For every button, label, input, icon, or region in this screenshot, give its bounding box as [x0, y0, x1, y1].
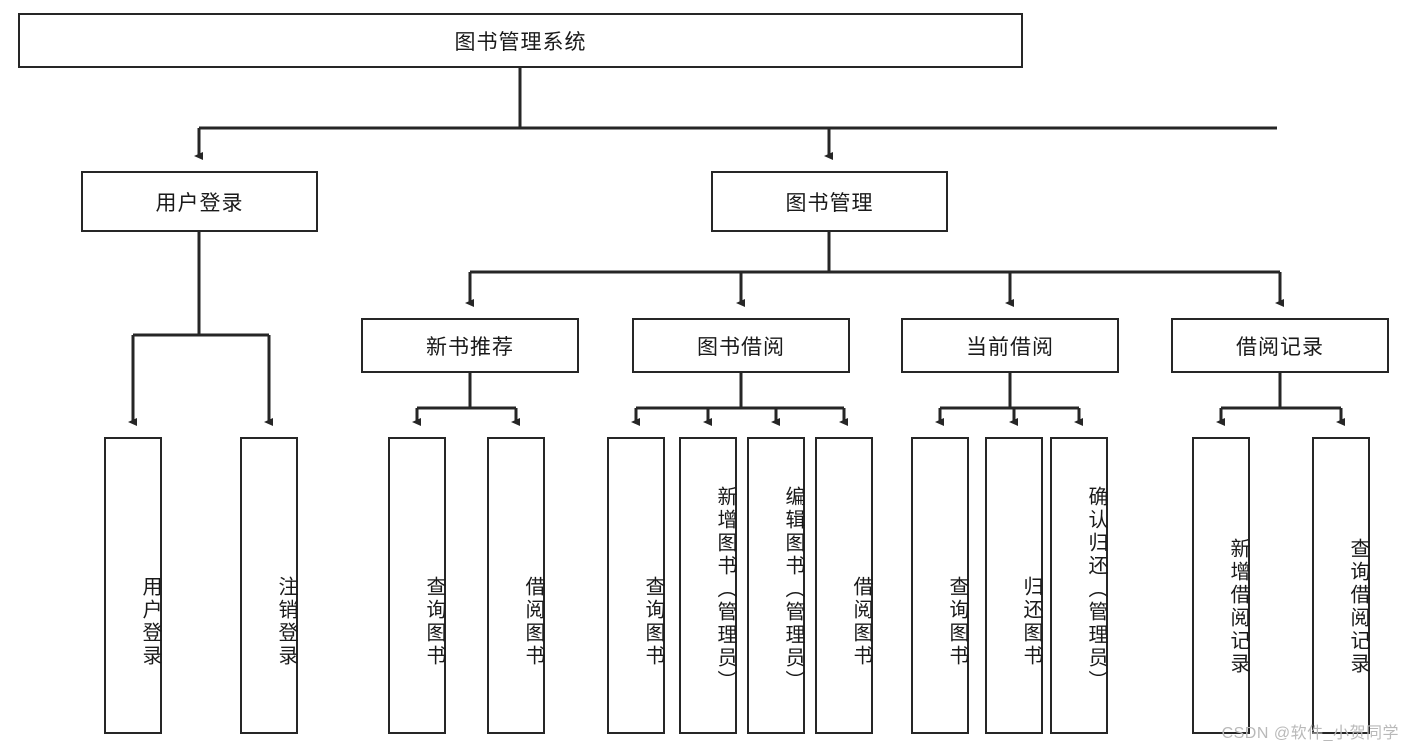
node-leaf-borrow-book-1[interactable]: 借阅图书 [487, 437, 545, 734]
node-book-manage[interactable]: 图书管理 [711, 171, 948, 232]
node-borrow-record[interactable]: 借阅记录 [1171, 318, 1389, 373]
node-leaf-user-login[interactable]: 用户登录 [104, 437, 162, 734]
node-leaf-edit-book-admin-label: 编辑图书（管理员） [782, 486, 804, 693]
node-leaf-borrow-book-1-label: 借阅图书 [522, 575, 544, 668]
node-leaf-user-login-label: 用户登录 [139, 575, 161, 668]
node-leaf-user-logout-label: 注销登录 [275, 575, 297, 668]
node-book-manage-label: 图书管理 [785, 191, 874, 215]
node-leaf-query-borrow-record-label: 查询借阅记录 [1347, 537, 1369, 676]
node-current-borrow-label: 当前借阅 [966, 335, 1054, 359]
node-leaf-query-book-1-label: 查询图书 [423, 575, 445, 668]
node-leaf-add-book-admin-label: 新增图书（管理员） [714, 486, 736, 693]
watermark-text: CSDN @软件_小贺同学 [1221, 725, 1399, 742]
node-book-borrow[interactable]: 图书借阅 [632, 318, 850, 373]
node-leaf-add-borrow-record-label: 新增借阅记录 [1227, 537, 1249, 676]
node-leaf-query-book-3[interactable]: 查询图书 [911, 437, 969, 734]
node-root-label: 图书管理系统 [454, 30, 587, 54]
node-user-login-label: 用户登录 [155, 191, 244, 215]
node-leaf-borrow-book-2-label: 借阅图书 [850, 575, 872, 668]
node-leaf-query-book-2-label: 查询图书 [642, 575, 664, 668]
node-root[interactable]: 图书管理系统 [18, 13, 1023, 68]
node-leaf-borrow-book-2[interactable]: 借阅图书 [815, 437, 873, 734]
node-leaf-add-borrow-record[interactable]: 新增借阅记录 [1192, 437, 1250, 734]
node-leaf-add-book-admin[interactable]: 新增图书（管理员） [679, 437, 737, 734]
node-new-book-recommend-label: 新书推荐 [426, 335, 514, 359]
node-current-borrow[interactable]: 当前借阅 [901, 318, 1119, 373]
node-leaf-query-borrow-record[interactable]: 查询借阅记录 [1312, 437, 1370, 734]
node-leaf-edit-book-admin[interactable]: 编辑图书（管理员） [747, 437, 805, 734]
node-leaf-query-book-2[interactable]: 查询图书 [607, 437, 665, 734]
node-leaf-query-book-1[interactable]: 查询图书 [388, 437, 446, 734]
node-leaf-confirm-return-admin[interactable]: 确认归还（管理员） [1050, 437, 1108, 734]
node-leaf-user-logout[interactable]: 注销登录 [240, 437, 298, 734]
node-leaf-query-book-3-label: 查询图书 [946, 575, 968, 668]
node-borrow-record-label: 借阅记录 [1236, 335, 1324, 359]
node-leaf-return-book-label: 归还图书 [1020, 575, 1042, 668]
node-leaf-return-book[interactable]: 归还图书 [985, 437, 1043, 734]
node-leaf-confirm-return-admin-label: 确认归还（管理员） [1085, 486, 1107, 693]
node-user-login[interactable]: 用户登录 [81, 171, 318, 232]
node-new-book-recommend[interactable]: 新书推荐 [361, 318, 579, 373]
node-book-borrow-label: 图书借阅 [697, 335, 785, 359]
